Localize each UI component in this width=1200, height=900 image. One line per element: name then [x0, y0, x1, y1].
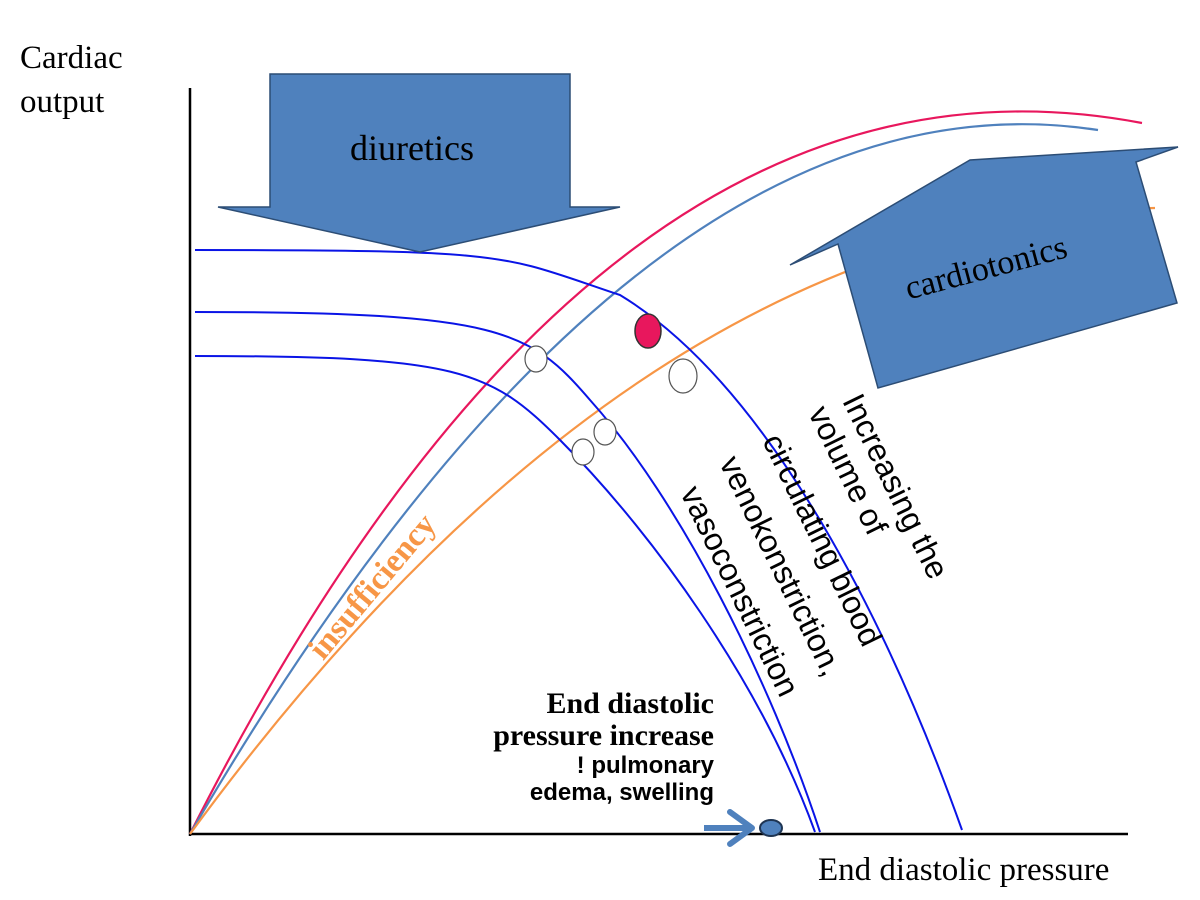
y-axis-label-line: Cardiac [20, 40, 123, 76]
intersection-point [524, 345, 548, 373]
cardiac-curve-high [189, 110, 1143, 835]
intersection-point [593, 418, 617, 446]
venous-curve-low [194, 355, 816, 833]
pressure-marker [759, 819, 783, 837]
intersection-point [571, 438, 595, 466]
venous-curve-normal [194, 311, 821, 833]
edp-increase-annotation: End diastolic pressure increase ! pulmon… [493, 687, 714, 807]
diuretics-label: diuretics [350, 128, 474, 168]
cardiac-curve-normal [189, 123, 1099, 835]
y-axis-label-line: output [20, 84, 105, 120]
annotation-line: ! pulmonary [576, 752, 714, 779]
annotation-line: End diastolic [546, 687, 714, 720]
annotation-line: pressure increase [493, 719, 714, 752]
y-axis-label: Cardiac output [20, 36, 123, 124]
x-axis-label: End diastolic pressure [818, 852, 1110, 888]
intersection-point [668, 358, 698, 394]
venous-curve-high [194, 249, 963, 831]
annotation-line: edema, swelling [529, 779, 714, 806]
cardiotonics-arrow [789, 146, 1179, 389]
pressure-pointer-arrow [704, 809, 783, 847]
equilibrium-point [634, 313, 662, 349]
diuretics-arrow [217, 73, 621, 253]
